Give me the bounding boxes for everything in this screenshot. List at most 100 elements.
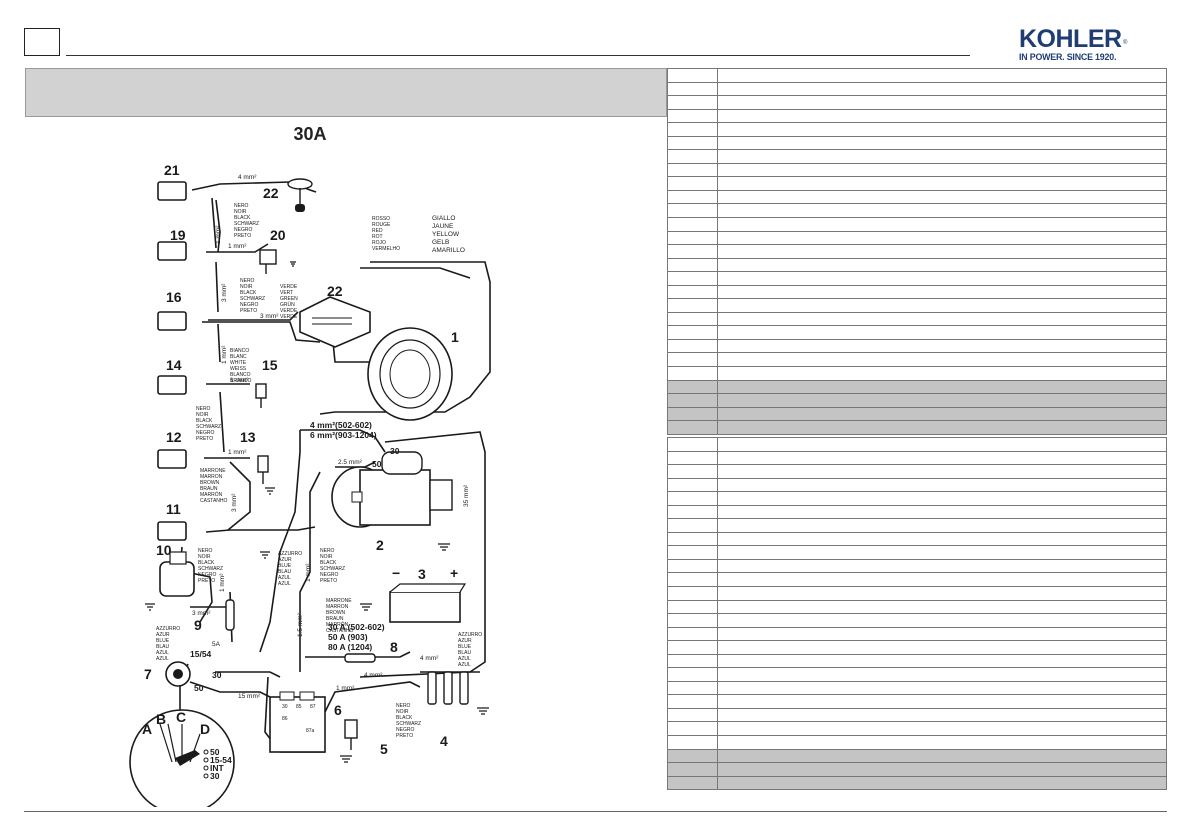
table-row: [667, 518, 1167, 533]
table-cell-ref: [667, 189, 718, 205]
glow-relay: [269, 691, 326, 753]
svg-text:AZZURRO: AZZURRO: [458, 632, 482, 638]
table-cell-ref: [667, 230, 718, 246]
svg-text:PRETO: PRETO: [196, 436, 213, 442]
header-rule: [66, 55, 970, 56]
battery-positive: +: [450, 565, 458, 581]
svg-text:BLACK: BLACK: [396, 715, 413, 721]
table-row: [667, 653, 1167, 669]
table-row: [667, 586, 1167, 601]
table-cell-ref: [667, 81, 718, 97]
table-row: [667, 477, 1167, 493]
svg-text:BRAUN: BRAUN: [326, 616, 344, 622]
svg-text:AZUR: AZUR: [156, 632, 170, 638]
table-cell-description: [717, 599, 1167, 615]
table-cell-description: [717, 189, 1167, 205]
table-cell-ref: [667, 477, 718, 493]
wire-size-9: 3 mm²: [192, 610, 211, 617]
table-row: [667, 379, 1167, 395]
battery: [389, 583, 467, 623]
table-cell-description: [717, 203, 1167, 218]
sender-15: [255, 383, 267, 408]
table-cell-description: [717, 640, 1167, 655]
svg-text:PRETO: PRETO: [320, 578, 337, 584]
table-row: [667, 420, 1167, 435]
table-cell-description: [717, 122, 1167, 137]
table-row: [667, 464, 1167, 479]
svg-text:D: D: [200, 721, 210, 737]
svg-text:JAUNE: JAUNE: [432, 223, 454, 230]
glow-plugs: [427, 671, 469, 705]
svg-text:NEGRO: NEGRO: [198, 572, 216, 578]
table-row: [667, 203, 1167, 218]
svg-text:AZZURRO: AZZURRO: [156, 626, 180, 632]
svg-text:80 A (1204): 80 A (1204): [328, 642, 372, 652]
wire-size-12v: 3 mm²: [231, 493, 238, 512]
wire-colors-20: NERO NOIR BLACK SCHWARZ NEGRO PRETO: [234, 203, 259, 239]
table-row: [667, 572, 1167, 587]
wire-colors-10: AZZURRO AZUR BLUE BLAU AZUL AZUL: [156, 626, 180, 662]
svg-text:SCHWARZ: SCHWARZ: [198, 566, 223, 572]
table-cell-description: [717, 338, 1167, 354]
label-13: 13: [240, 429, 256, 445]
label-6: 6: [334, 702, 342, 718]
page-number-box: [24, 28, 60, 56]
relay-terminals: 30 85 87 86 87a: [282, 704, 316, 734]
starter-terminal-50: 50: [372, 459, 382, 469]
voltage-regulator: [299, 296, 371, 348]
wire-size-12: 1 mm²: [228, 449, 247, 456]
table-cell-ref: [667, 667, 718, 682]
table-cell-ref: [667, 325, 718, 340]
table-cell-description: [717, 653, 1167, 669]
label-2: 2: [376, 537, 384, 553]
table-row: [667, 406, 1167, 422]
table-row: [667, 694, 1167, 709]
table-cell-ref: [667, 298, 718, 313]
table-cell-ref: [667, 244, 718, 259]
wire-colors-green: VERDE VERT GREEN GRÜN VERDE VERDE: [280, 284, 298, 320]
label-3: 3: [418, 566, 426, 582]
table-cell-description: [717, 504, 1167, 520]
table-cell-description: [717, 572, 1167, 587]
connector-16: [157, 311, 187, 331]
ground-symbols: [145, 261, 489, 763]
svg-text:GREEN: GREEN: [280, 296, 298, 302]
table-cell-description: [717, 393, 1167, 408]
wire-size-18b: 1 mm²: [228, 243, 247, 250]
table-cell-description: [717, 531, 1167, 547]
svg-text:BLACK: BLACK: [198, 560, 215, 566]
table-cell-description: [717, 464, 1167, 479]
svg-text:NEGRO: NEGRO: [240, 302, 258, 308]
table-cell-ref: [667, 95, 718, 110]
svg-text:VERDE: VERDE: [280, 308, 298, 314]
table-cell-ref: [667, 653, 718, 669]
table-row: [667, 545, 1167, 560]
table-cell-ref: [667, 721, 718, 737]
svg-text:MARRON: MARRON: [326, 604, 349, 610]
wire-size-18a: 1 mm²: [215, 225, 222, 244]
svg-text:NERO: NERO: [320, 548, 335, 554]
table-cell-description: [717, 721, 1167, 737]
table-row: [667, 217, 1167, 232]
table-row: [667, 735, 1167, 750]
svg-text:BLACK: BLACK: [234, 215, 251, 221]
table-row: [667, 640, 1167, 655]
wire-size-mid-v: 1 mm²: [305, 563, 312, 582]
table-cell-ref: [667, 572, 718, 587]
svg-text:WHITE: WHITE: [230, 360, 247, 366]
svg-text:BLAU: BLAU: [278, 569, 291, 575]
reference-table-bottom: [667, 437, 1167, 791]
svg-text:BLANCO: BLANCO: [230, 372, 251, 378]
label-15: 15: [262, 357, 278, 373]
table-cell-ref: [667, 694, 718, 709]
svg-text:87a: 87a: [306, 728, 315, 734]
table-row: [667, 558, 1167, 574]
connector-11: [157, 521, 187, 541]
svg-text:AZZURRO: AZZURRO: [278, 551, 302, 557]
table-row: [667, 613, 1167, 628]
svg-text:C: C: [176, 709, 186, 725]
svg-text:BLACK: BLACK: [196, 418, 213, 424]
fuse-5a-label: 5A: [212, 641, 221, 648]
svg-text:ROSSO: ROSSO: [372, 216, 390, 222]
svg-text:50 A (903): 50 A (903): [328, 632, 368, 642]
